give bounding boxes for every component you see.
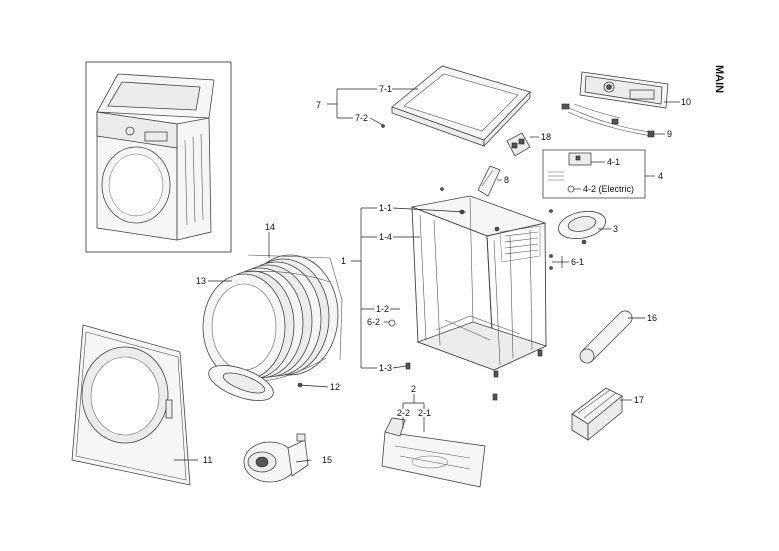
label-7-1: 7-1 xyxy=(379,84,392,94)
label-8: 8 xyxy=(504,175,509,185)
wire-harness-part xyxy=(561,103,655,138)
label-2: 2 xyxy=(411,384,416,394)
control-panel-part xyxy=(579,71,669,109)
part-8 xyxy=(477,165,501,197)
base-part-2 xyxy=(381,417,486,488)
label-2-2: 2-2 xyxy=(397,408,410,418)
duct-part-16 xyxy=(579,310,633,364)
assembled-dryer-inset xyxy=(85,61,232,253)
part-18 xyxy=(506,132,531,157)
label-4-1: 4-1 xyxy=(607,157,620,167)
label-1-2: 1-2 xyxy=(376,304,389,314)
front-bracket-part-12 xyxy=(208,365,303,401)
part-labels: 7 7-1 7-2 10 9 18 8 4-1 4-2 (Electric) 4… xyxy=(196,84,691,465)
label-18: 18 xyxy=(541,132,551,142)
cabinet-frame-part xyxy=(388,187,553,401)
label-6-1: 6-1 xyxy=(571,257,584,267)
top-panel-part xyxy=(381,65,531,147)
label-13: 13 xyxy=(196,276,206,286)
diagram-title: MAIN xyxy=(713,65,725,93)
label-1-1: 1-1 xyxy=(379,203,392,213)
label-15: 15 xyxy=(322,455,332,465)
label-6-2: 6-2 xyxy=(367,317,380,327)
label-1-4: 1-4 xyxy=(379,232,392,242)
label-4: 4 xyxy=(658,171,663,181)
door-part-11 xyxy=(71,324,191,486)
label-9: 9 xyxy=(667,129,672,139)
label-11: 11 xyxy=(203,455,212,465)
label-7-2: 7-2 xyxy=(355,113,368,123)
label-3: 3 xyxy=(613,224,618,234)
label-10: 10 xyxy=(681,97,691,107)
part-4-group-box xyxy=(542,149,646,199)
label-14: 14 xyxy=(265,222,275,232)
label-4-2-electric: 4-2 (Electric) xyxy=(583,184,634,194)
part-3 xyxy=(557,210,607,245)
label-12: 12 xyxy=(330,382,340,392)
leader-lines xyxy=(174,88,680,463)
label-17: 17 xyxy=(634,395,644,405)
label-1: 1 xyxy=(341,256,346,266)
label-16: 16 xyxy=(647,313,657,323)
label-1-3: 1-3 xyxy=(379,363,392,373)
label-7: 7 xyxy=(316,100,321,110)
label-2-1: 2-1 xyxy=(418,408,431,418)
blower-part-15 xyxy=(243,433,309,483)
heater-part-17 xyxy=(571,387,623,441)
drum-part xyxy=(202,254,343,383)
